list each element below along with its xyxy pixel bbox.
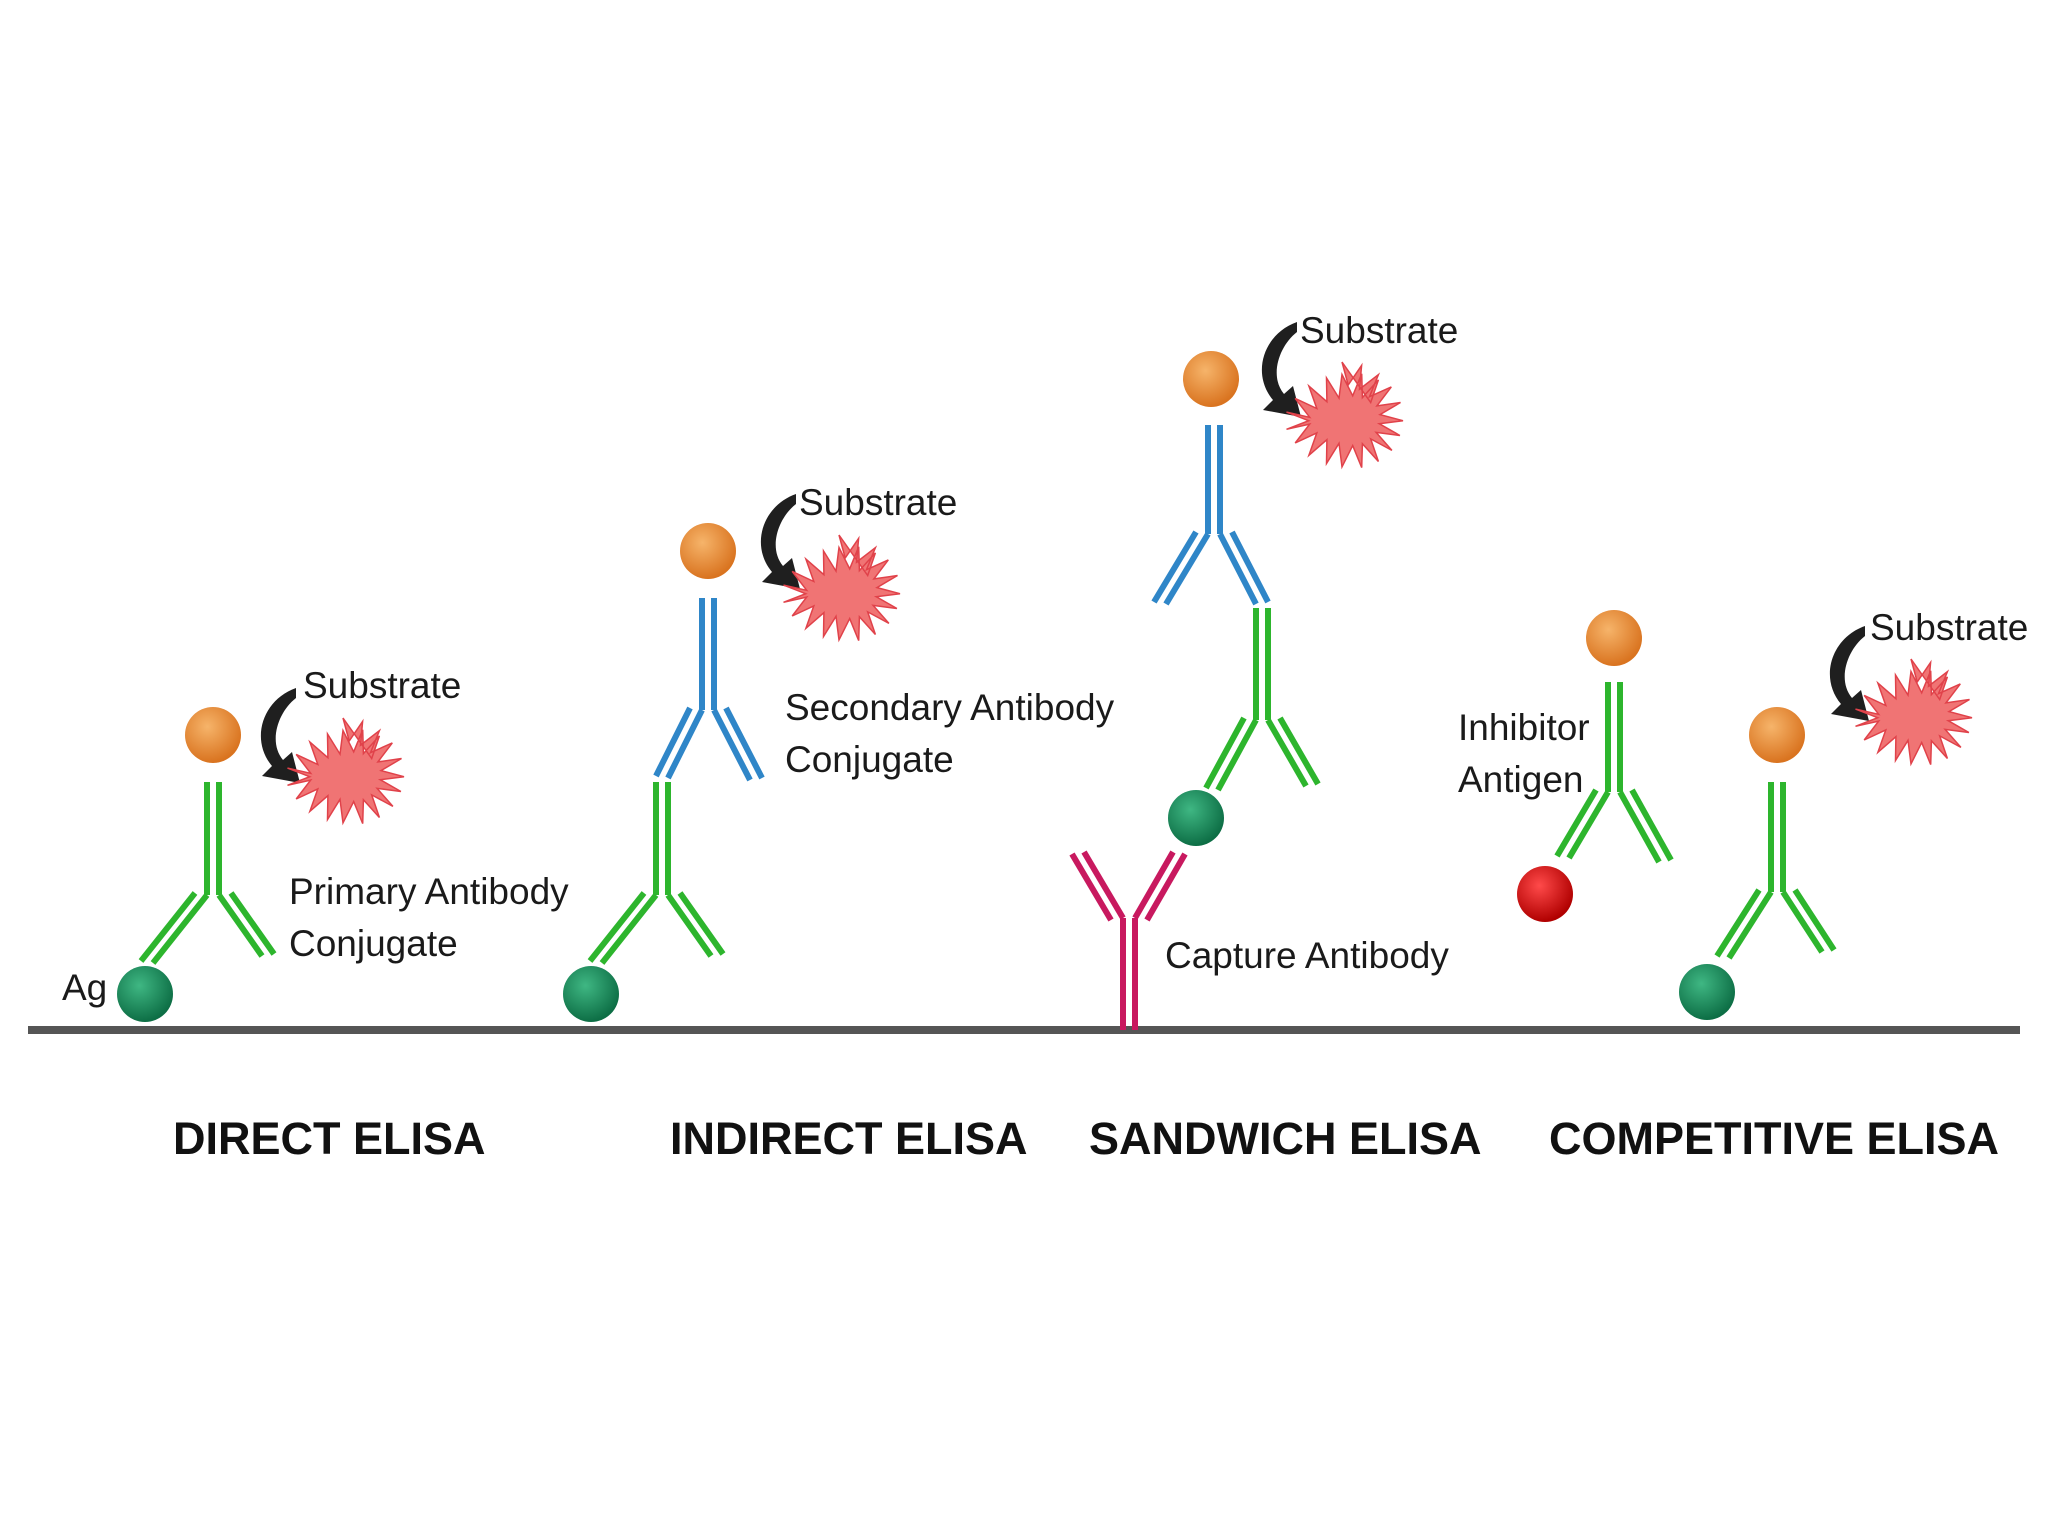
substrate-star-icon <box>1286 361 1404 470</box>
curved-arrow-icon <box>1829 626 1869 721</box>
secondary-antibody-label-line1: Secondary Antibody <box>785 687 1115 728</box>
competitive-elisa-title: COMPETITIVE ELISA <box>1549 1113 1999 1164</box>
primary-antibody <box>1714 782 1837 960</box>
antigen <box>117 966 173 1022</box>
capture-antibody-label: Capture Antibody <box>1165 935 1449 976</box>
primary-antibody <box>587 782 726 965</box>
antigen <box>1168 790 1224 846</box>
primary-antibody <box>138 782 277 965</box>
sandwich-elisa-title: SANDWICH ELISA <box>1089 1113 1482 1164</box>
curved-arrow-icon <box>1261 322 1301 417</box>
enzyme-label <box>680 523 736 579</box>
inhibitor-label-line2: Antigen <box>1458 759 1584 800</box>
direct-elisa-panel: Substrate Ag Primary Antibody Conjugate … <box>62 665 569 1164</box>
substrate-label: Substrate <box>303 665 461 706</box>
substrate-label: Substrate <box>799 482 957 523</box>
primary-antibody-label-line1: Primary Antibody <box>289 871 569 912</box>
substrate-star-icon <box>287 717 405 826</box>
substrate-star-icon <box>1855 658 1973 767</box>
substrate-label: Substrate <box>1300 310 1458 351</box>
secondary-antibody <box>653 598 765 782</box>
indirect-elisa-panel: Substrate Secondary Antibody Conjugate I… <box>563 482 1115 1164</box>
curved-arrow-icon <box>260 688 300 783</box>
enzyme-label <box>1749 707 1805 763</box>
inhibitor-label-line1: Inhibitor <box>1458 707 1590 748</box>
curved-arrow-icon <box>760 494 800 589</box>
primary-antibody-label-line2: Conjugate <box>289 923 458 964</box>
enzyme-label <box>1586 610 1642 666</box>
indirect-elisa-title: INDIRECT ELISA <box>670 1113 1028 1164</box>
enzyme-label <box>1183 351 1239 407</box>
competitive-elisa-panel: Inhibitor Antigen Substrate COMPETITIVE … <box>1458 607 2028 1164</box>
direct-elisa-title: DIRECT ELISA <box>173 1113 486 1164</box>
enzyme-label <box>185 707 241 763</box>
inhibitor-antigen <box>1517 866 1573 922</box>
antigen <box>1679 964 1735 1020</box>
secondary-antibody <box>1151 425 1271 606</box>
capture-antibody <box>1069 850 1188 1030</box>
antigen <box>563 966 619 1022</box>
sandwich-elisa-panel: Substrate Capture Antibody SANDWICH ELIS… <box>1069 310 1482 1164</box>
secondary-antibody-label-line2: Conjugate <box>785 739 954 780</box>
inhibitor-antibody <box>1554 682 1674 864</box>
primary-antibody <box>1203 608 1321 792</box>
substrate-star-icon <box>783 534 901 643</box>
ag-label: Ag <box>62 967 107 1008</box>
substrate-label: Substrate <box>1870 607 2028 648</box>
